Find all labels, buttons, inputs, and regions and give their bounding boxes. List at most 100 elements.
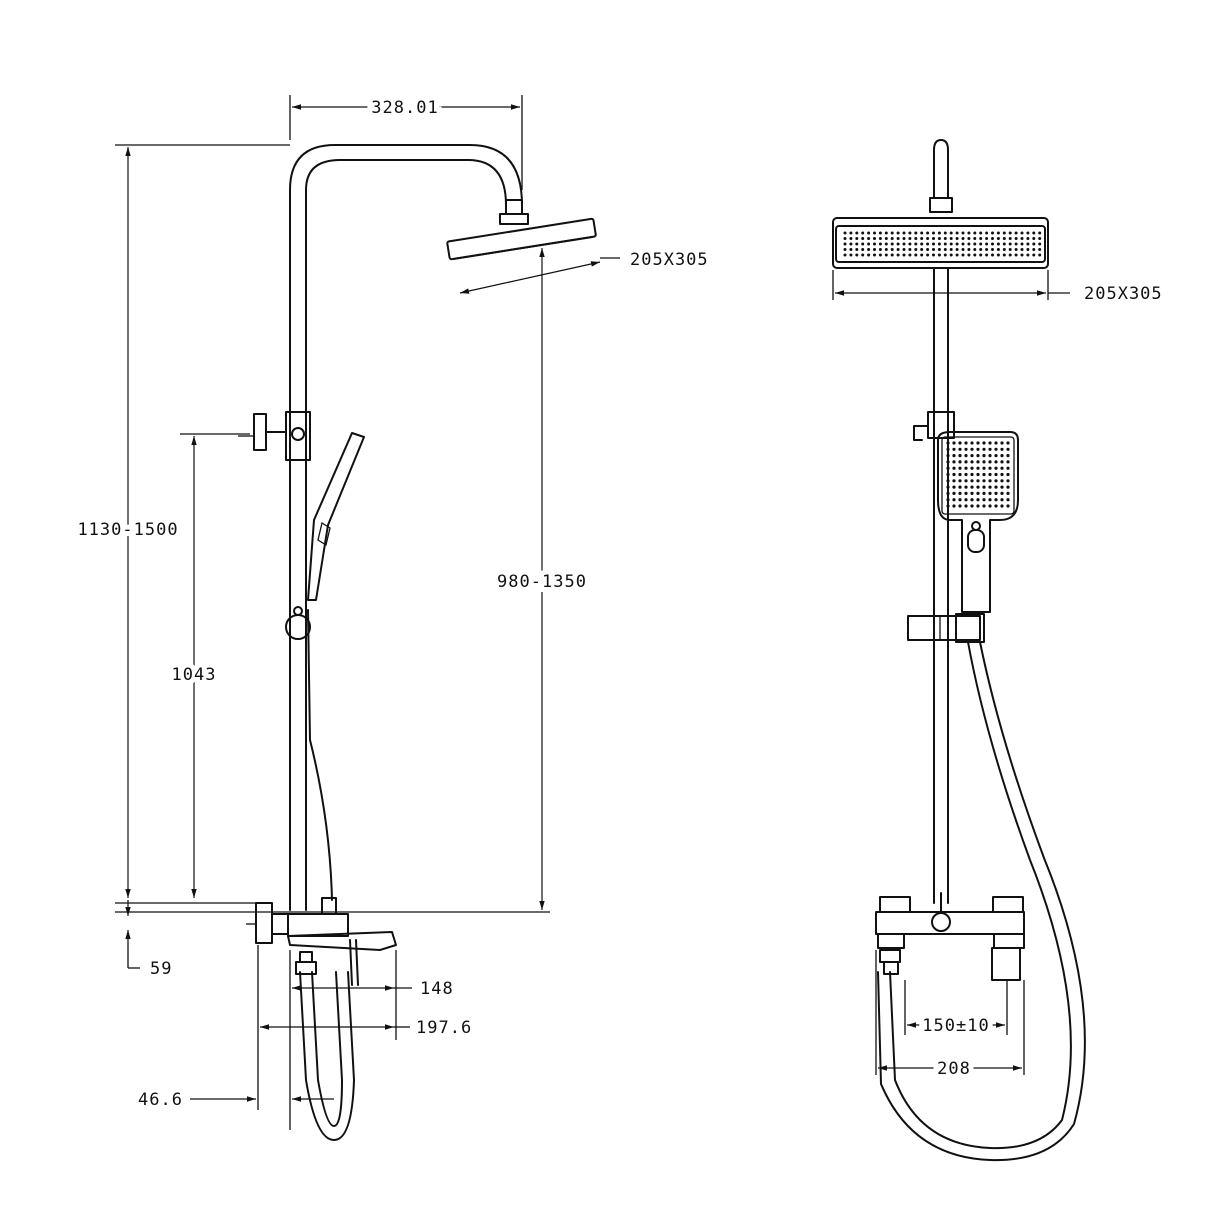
nozzle-dot xyxy=(994,479,998,483)
nozzle-dot xyxy=(1000,454,1004,458)
nozzle-dot xyxy=(867,237,871,240)
nozzle-dot xyxy=(982,466,986,470)
rain-head-side xyxy=(446,217,597,261)
nozzle-dot xyxy=(1008,248,1012,251)
nozzle-dot xyxy=(878,253,882,257)
nozzle-dot xyxy=(970,441,974,445)
nozzle-dot xyxy=(937,253,941,257)
nozzle-dot xyxy=(991,237,994,240)
nozzle-dot xyxy=(952,441,956,445)
nozzle-dot xyxy=(946,472,950,477)
nozzle-dot xyxy=(849,253,853,257)
nozzle-dot xyxy=(1038,231,1042,235)
nozzle-dot xyxy=(955,253,959,257)
nozzle-dot xyxy=(1006,447,1010,451)
nozzle-dot xyxy=(873,248,876,251)
nozzle-dot xyxy=(1008,253,1012,257)
nozzle-dot xyxy=(1038,253,1042,257)
nozzle-dot xyxy=(979,231,983,235)
nozzle-dot xyxy=(970,447,974,451)
nozzle-dot xyxy=(932,242,935,246)
nozzle-dot xyxy=(976,498,980,502)
nozzle-dot xyxy=(976,504,980,508)
nozzle-dot xyxy=(964,491,968,495)
nozzle-dot xyxy=(952,491,956,495)
nozzle-dot xyxy=(964,460,968,464)
nozzle-dot xyxy=(994,454,998,458)
nozzle-dot xyxy=(896,242,900,246)
nozzle-dot xyxy=(1014,248,1018,251)
nozzle-dot xyxy=(991,242,994,246)
nozzle-dot xyxy=(994,504,998,508)
nozzle-dot xyxy=(967,231,971,235)
nozzle-dot xyxy=(1026,253,1030,257)
slider-front xyxy=(907,615,981,641)
hose-side xyxy=(307,609,333,901)
nozzle-dot xyxy=(902,231,906,235)
nozzle-dot xyxy=(890,242,894,246)
nozzle-dot xyxy=(958,491,962,495)
nozzle-dot xyxy=(908,248,912,251)
rain-head-nozzles xyxy=(843,231,1042,257)
nozzle-dot xyxy=(982,441,986,445)
nozzle-dot xyxy=(964,466,968,470)
nozzle-dot xyxy=(973,253,977,257)
nozzle-dot xyxy=(976,491,980,495)
nozzle-dot xyxy=(1014,231,1018,235)
nozzle-dot xyxy=(946,466,950,470)
nozzle-dot xyxy=(843,242,847,246)
nozzle-dot xyxy=(884,248,888,251)
nozzle-dot xyxy=(1006,479,1010,483)
nozzle-dot xyxy=(982,491,986,495)
nozzle-dot xyxy=(996,231,1000,235)
nozzle-dot xyxy=(855,231,859,235)
front-view: 205X305 150±10 208 xyxy=(832,139,1163,1162)
nozzle-dot xyxy=(961,242,965,246)
nozzle-dot xyxy=(1014,237,1018,240)
nozzle-dot xyxy=(878,248,882,251)
nozzle-dot xyxy=(988,441,992,445)
nozzle-dot xyxy=(943,253,947,257)
nozzle-dot xyxy=(982,472,986,477)
nozzle-dot xyxy=(946,460,950,464)
nozzle-dot xyxy=(958,472,962,477)
nozzle-dot xyxy=(1006,466,1010,470)
nozzle-dot xyxy=(994,441,998,445)
hand-shower-nozzles xyxy=(946,441,1010,508)
nozzle-dot xyxy=(890,237,894,240)
nozzle-dot xyxy=(979,237,983,240)
nozzle-dot xyxy=(926,237,930,240)
nozzle-dot xyxy=(932,248,935,251)
nozzle-dot xyxy=(843,253,847,257)
nozzle-dot xyxy=(1032,248,1036,251)
nozzle-dot xyxy=(1006,472,1010,477)
nozzle-dot xyxy=(991,231,994,235)
nozzle-dot xyxy=(920,253,924,257)
riser-pipe-inner xyxy=(305,159,507,911)
nozzle-dot xyxy=(873,253,876,257)
dim-label-head-width: 205X305 xyxy=(1084,284,1163,304)
nozzle-dot xyxy=(1000,466,1004,470)
nozzle-dot xyxy=(967,242,971,246)
nozzle-dot xyxy=(1014,253,1018,257)
nozzle-dot xyxy=(1000,485,1004,489)
nozzle-dot xyxy=(908,231,912,235)
nozzle-dot xyxy=(979,248,983,251)
dim-label-head-size: 205X305 xyxy=(630,250,709,270)
nozzle-dot xyxy=(982,454,986,458)
nozzle-dot xyxy=(955,242,959,246)
nozzle-dot xyxy=(920,242,924,246)
nozzle-dot xyxy=(958,485,962,489)
nozzle-dot xyxy=(1006,498,1010,502)
dim-label-spout-reach: 148 xyxy=(420,979,454,999)
nozzle-dot xyxy=(937,231,941,235)
holder-knob xyxy=(291,427,305,441)
nozzle-dot xyxy=(1020,242,1024,246)
nozzle-dot xyxy=(902,253,906,257)
spout-front xyxy=(991,947,1021,981)
nozzle-dot xyxy=(914,248,918,251)
nozzle-dot xyxy=(964,479,968,483)
nozzle-dot xyxy=(896,253,900,257)
nozzle-dot xyxy=(926,248,930,251)
nozzle-dot xyxy=(843,237,847,240)
